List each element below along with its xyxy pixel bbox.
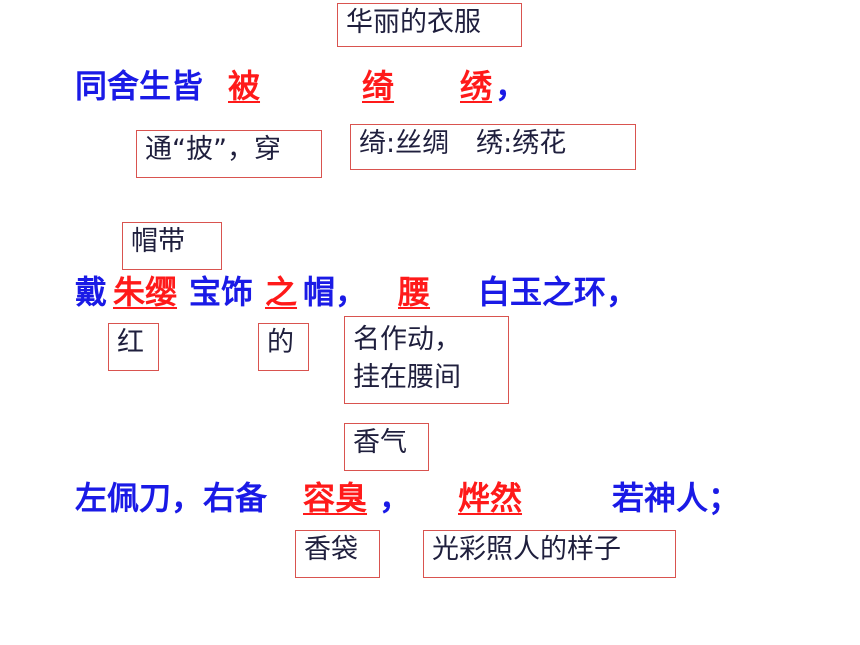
note-xiangdai: 香袋 [295, 530, 380, 578]
text-segment: 帽， [303, 273, 368, 311]
sentence-line-3: 左佩刀，右备 容臭 ， 烨然 若神人； [75, 478, 775, 518]
punctuation: ， [379, 479, 412, 517]
text-segment: 白玉之环， [478, 273, 639, 311]
note-qixiu: 绮:丝绸 绣:绣花 [350, 124, 636, 170]
note-line: 名作动， [353, 324, 461, 355]
punctuation: ， [495, 67, 528, 105]
keyword-yao: 腰 [398, 273, 431, 311]
keyword-zhi: 之 [265, 273, 298, 311]
note-xiangqi: 香气 [344, 423, 429, 471]
keyword-zhuying: 朱缨 [113, 273, 178, 311]
text-segment: 戴 [75, 273, 108, 311]
text-segment: 同舍生皆 [75, 67, 204, 105]
text-segment: 若神人； [612, 479, 741, 517]
text-segment: 左佩刀，右备 [75, 479, 268, 517]
note-maodai: 帽带 [122, 222, 222, 270]
keyword-yeran: 烨然 [458, 479, 523, 517]
note-tongpi: 通“披”，穿 [136, 130, 322, 178]
note-guangcai: 光彩照人的样子 [423, 530, 676, 578]
note-de: 的 [258, 323, 309, 371]
note-line: 挂在腰间 [353, 362, 461, 393]
sentence-line-1: 同舍生皆 被 绮 绣 ， [75, 66, 535, 106]
note-hong: 红 [108, 323, 159, 371]
keyword-pi: 被 [228, 67, 261, 105]
keyword-qi: 绮 [362, 67, 395, 105]
sentence-line-2: 戴 朱缨 宝饰 之 帽， 腰 白玉之环， [75, 272, 675, 312]
keyword-rongxiu: 容臭 [303, 479, 368, 517]
note-mingzuodong: 名作动， 挂在腰间 [344, 316, 509, 404]
keyword-xiu: 绣 [460, 67, 493, 105]
text-segment: 宝饰 [189, 273, 254, 311]
note-huali: 华丽的衣服 [337, 3, 522, 47]
